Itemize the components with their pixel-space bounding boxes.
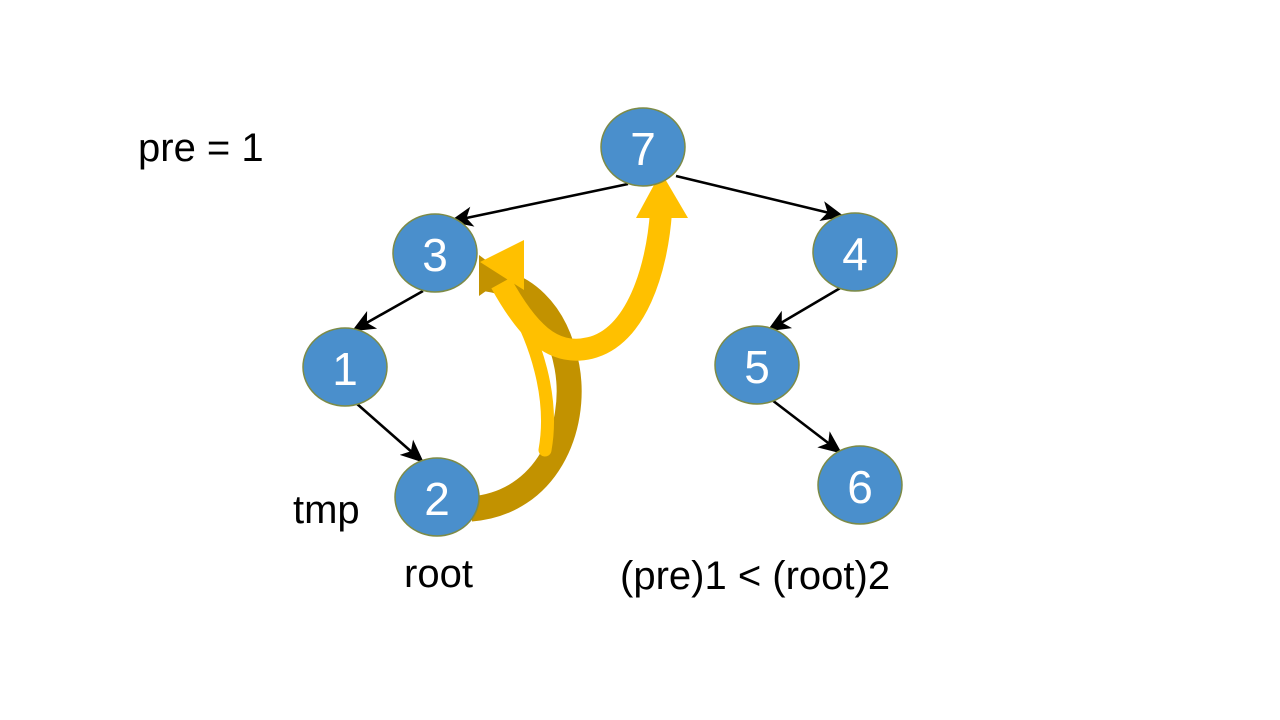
node-1[interactable]: 1	[302, 327, 388, 407]
tree-edges	[351, 174, 845, 463]
node-2-circle[interactable]	[394, 457, 480, 537]
edge-1-to-2	[355, 402, 424, 463]
node-1-circle[interactable]	[302, 327, 388, 407]
edge-4-to-5	[766, 285, 843, 332]
edge-5-to-6	[771, 398, 843, 454]
edge-7-to-4	[675, 174, 845, 221]
node-6-circle[interactable]	[817, 445, 903, 525]
pre-value-label: pre = 1	[138, 126, 264, 170]
node-7-circle[interactable]	[600, 107, 686, 187]
node-3[interactable]: 3	[392, 213, 478, 293]
node-6[interactable]: 6	[817, 445, 903, 525]
pointer-arrow-tmp-to-3	[469, 255, 582, 522]
comparison-label: (pre)1 < (root)2	[620, 554, 891, 598]
edge-3-to-1	[351, 289, 424, 332]
node-4[interactable]: 4	[812, 212, 898, 292]
pointer-arrow-to-root-7	[480, 172, 688, 457]
edge-7-to-3	[449, 182, 629, 227]
node-5-circle[interactable]	[714, 325, 800, 405]
root-pointer-label: root	[404, 552, 473, 596]
node-3-circle[interactable]	[392, 213, 478, 293]
node-2[interactable]: 2	[394, 457, 480, 537]
node-7[interactable]: 7	[600, 107, 686, 187]
node-4-circle[interactable]	[812, 212, 898, 292]
node-5[interactable]: 5	[714, 325, 800, 405]
tree-nodes: 7 3 4 1 5 2	[302, 107, 903, 537]
tmp-pointer-label: tmp	[293, 488, 360, 532]
